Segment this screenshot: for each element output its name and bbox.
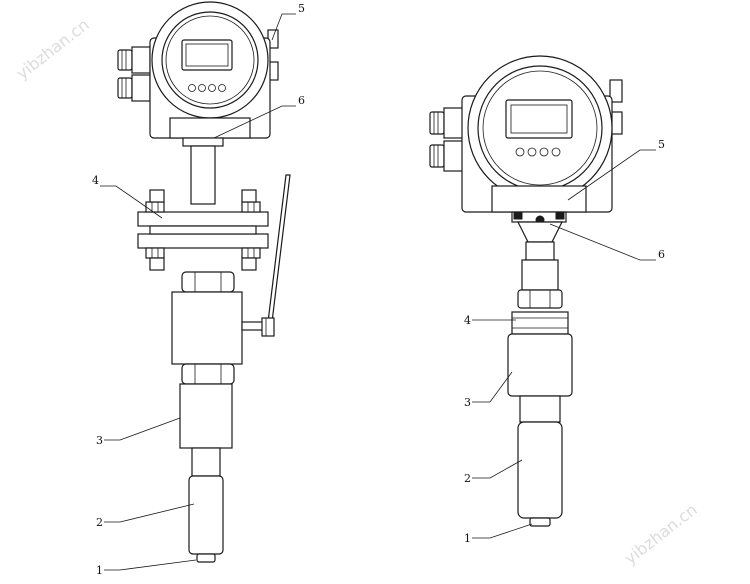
right-label-1: 1	[464, 532, 471, 545]
left-sensor-tube	[179, 383, 233, 449]
right-cable-gland-lower	[429, 140, 465, 172]
right-label-6: 6	[658, 248, 665, 261]
left-ball-valve	[171, 291, 243, 365]
left-upper-nut	[181, 271, 235, 293]
left-lcd-screen	[181, 39, 233, 71]
right-label-2: 2	[464, 472, 471, 485]
left-probe-head	[188, 475, 224, 555]
left-label-4: 4	[92, 174, 99, 187]
left-label-5: 5	[298, 2, 305, 15]
right-lcd-screen	[505, 99, 573, 139]
right-electrode-tip	[529, 517, 551, 527]
watermark-bottom-right: yibzhan.cn	[621, 500, 701, 568]
right-leaders	[472, 149, 656, 539]
right-instrument	[429, 55, 623, 527]
right-label-3: 3	[464, 396, 471, 409]
right-connector	[511, 311, 569, 335]
left-valve-handle	[241, 174, 291, 337]
left-cable-gland-lower	[117, 74, 151, 102]
right-labels: 5 6 4 3 2 1	[464, 138, 665, 545]
left-instrument	[117, 1, 291, 563]
left-label-6: 6	[298, 94, 305, 107]
left-label-1: 1	[96, 564, 103, 577]
right-adapter	[525, 241, 555, 261]
watermark-top-left: yibzhan.cn	[13, 15, 93, 83]
left-label-2: 2	[96, 516, 103, 529]
left-labels: 5 6 4 3 2 1	[92, 2, 305, 577]
right-probe-head	[517, 421, 563, 519]
left-neck	[182, 137, 224, 147]
left-cable-gland-upper	[117, 46, 151, 74]
right-label-5: 5	[658, 138, 665, 151]
right-cable-gland-upper	[429, 107, 465, 139]
left-label-3: 3	[96, 434, 103, 447]
left-flange	[137, 189, 269, 271]
left-electrode-tip	[196, 553, 216, 563]
right-label-4: 4	[464, 314, 471, 327]
left-leaders	[100, 13, 296, 571]
right-sensor-body	[507, 333, 573, 397]
right-union-nut	[517, 289, 563, 309]
